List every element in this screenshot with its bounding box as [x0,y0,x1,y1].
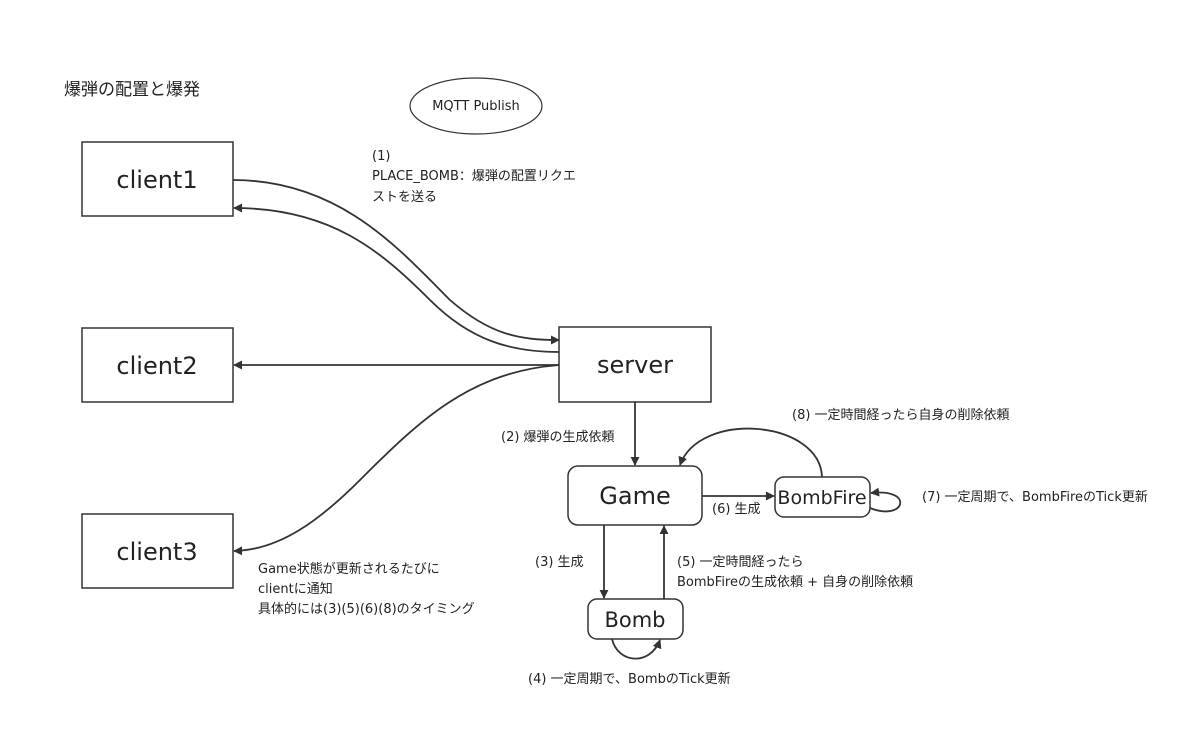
step5-line2: BombFireの生成依頼 + 自身の削除依頼 [677,574,913,590]
bombfire-label: BombFire [777,487,866,509]
mqtt-publish-label: MQTT Publish [432,99,520,114]
step1-line2: PLACE_BOMB：爆弾の配置リクエ [372,169,576,184]
step6-label: (6) 生成 [712,502,761,517]
game-label: Game [599,482,670,510]
notify-line3: 具体的には(3)(5)(6)(8)のタイミング [258,601,475,617]
notify-line1: Game状態が更新されるたびに [258,561,440,577]
arrow-bombfire-to-game [678,427,823,478]
step8-label: (8) 一定時間経ったら自身の削除依頼 [792,407,1010,423]
notify-line2: clientに通知 [258,581,333,597]
client2-label: client2 [116,352,197,380]
server-label: server [597,351,673,379]
step3-label: (3) 生成 [535,555,584,570]
server-node: server [558,326,712,403]
client3-node: client3 [81,513,234,589]
arrow-client1-to-server [232,179,560,345]
mqtt-publish-legend: MQTT Publish [409,77,543,135]
bomb-label: Bomb [604,608,665,632]
step5-line1: (5) 一定時間経ったら [677,555,804,570]
arrow-bombfire-self-loop [869,487,902,513]
step1-line1: (1) [372,149,390,164]
step4-label: (4) 一定周期で、BombのTick更新 [528,671,731,687]
arrow-server-to-client1 [233,203,560,353]
client3-label: client3 [116,538,197,566]
step7-label: (7) 一定周期で、BombFireのTick更新 [922,489,1148,505]
diagram-title: 爆弾の配置と爆発 [64,80,200,100]
step1-line3: ストを送る [372,190,437,205]
bombfire-node: BombFire [774,476,871,518]
arrow-bomb-self-loop [611,638,662,660]
step2-label: (2) 爆弾の生成依頼 [501,430,615,445]
client1-label: client1 [116,166,197,194]
arrow-server-to-client3 [233,364,560,556]
game-node: Game [567,465,703,526]
client2-node: client2 [81,327,234,403]
bomb-node: Bomb [587,598,684,640]
client1-node: client1 [81,141,234,217]
